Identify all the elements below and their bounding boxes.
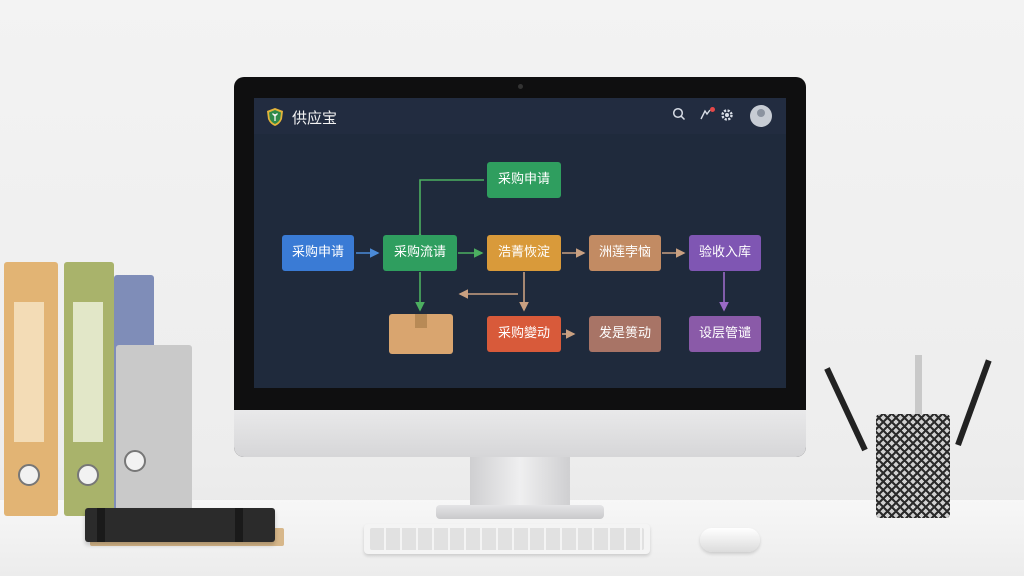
shield-logo-icon	[267, 108, 283, 126]
app-title: 供应宝	[292, 109, 338, 127]
monitor-base	[436, 505, 604, 519]
flow-node-purchase-request-top[interactable]: 采购申请	[487, 162, 561, 198]
notification-icon[interactable]	[696, 107, 714, 125]
notification-badge	[710, 107, 715, 112]
flow-connectors	[356, 179, 729, 339]
settings-icon[interactable]	[718, 107, 736, 125]
notebook	[85, 508, 275, 542]
top-bar: 供应宝	[254, 98, 786, 134]
flow-node-step-9[interactable]: 发是篑动	[589, 316, 661, 352]
file-box	[116, 345, 192, 515]
package-icon	[415, 314, 427, 328]
search-icon[interactable]	[670, 107, 688, 125]
flow-node-step-5[interactable]: 洲莲孛恼	[589, 235, 661, 271]
keyboard	[364, 524, 650, 554]
app-screen: 供应宝 采购申请 采购申请 采购流请 浩菁恢淀	[254, 98, 786, 388]
camera-dot	[518, 84, 523, 89]
monitor-chin	[234, 410, 806, 457]
flow-node-purchase-change[interactable]: 采购變动	[487, 316, 561, 352]
binder-orange	[4, 262, 58, 516]
mouse	[700, 528, 760, 552]
flow-node-purchase-flow[interactable]: 采购流请	[383, 235, 457, 271]
binder-green	[64, 262, 114, 516]
flow-node-package[interactable]	[389, 314, 453, 354]
flow-node-step-4[interactable]: 浩菁恢淀	[487, 235, 561, 271]
user-avatar[interactable]	[750, 105, 772, 127]
flow-node-inspection-storage[interactable]: 验收入库	[689, 235, 761, 271]
monitor-stand	[470, 457, 570, 509]
flow-node-step-10[interactable]: 设层管谴	[689, 316, 761, 352]
flow-node-purchase-request[interactable]: 采购申请	[282, 235, 354, 271]
